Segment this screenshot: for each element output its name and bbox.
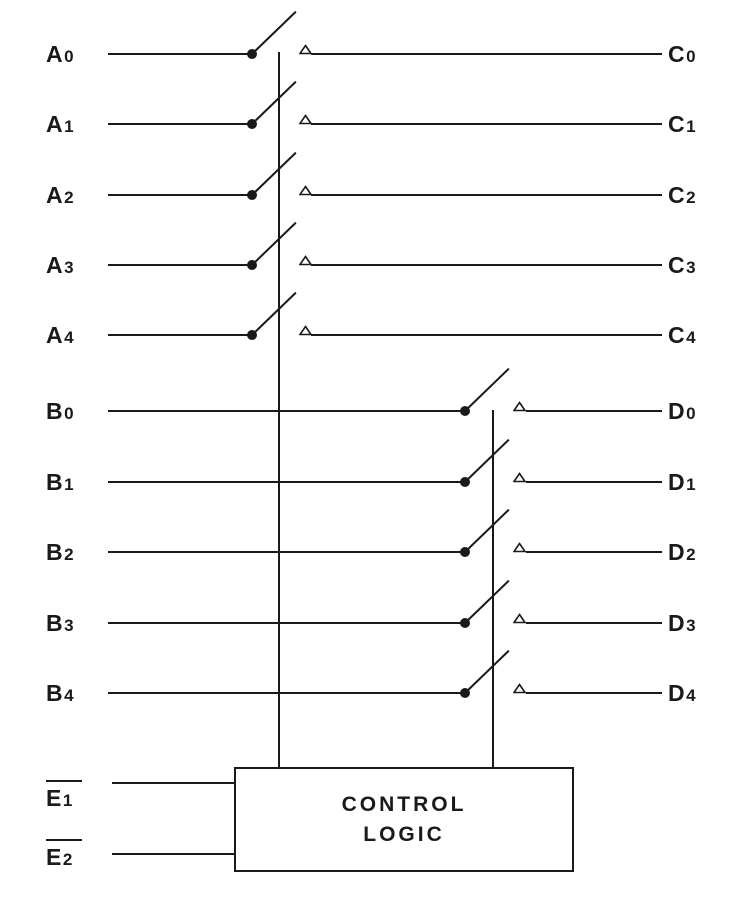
input-wire [108, 334, 252, 336]
output-contact-triangle-icon [299, 325, 312, 336]
pin-label-c0: C0 [668, 41, 697, 67]
pin-label-d4: D4 [668, 680, 697, 706]
output-wire [311, 53, 662, 55]
pin-label-a2: A2 [46, 182, 75, 208]
pin-label-a0: A0 [46, 41, 75, 67]
control-bus-line-a [278, 52, 280, 767]
output-contact-triangle-icon [299, 185, 312, 196]
control-logic-label-line1: CONTROL [341, 792, 467, 816]
switch-arm [251, 10, 297, 55]
enable-wire [112, 853, 234, 855]
input-wire [108, 622, 465, 624]
pin-label-b4: B4 [46, 680, 75, 706]
pin-label-c2: C2 [668, 182, 697, 208]
pin-label-c3: C3 [668, 252, 697, 278]
input-wire [108, 264, 252, 266]
pin-label-a4: A4 [46, 322, 75, 348]
pin-label-c4: C4 [668, 322, 697, 348]
output-contact-triangle-icon [513, 542, 526, 553]
output-contact-triangle-icon [299, 44, 312, 55]
output-wire [526, 692, 662, 694]
switch-arm [464, 579, 510, 624]
pin-label-b0: B0 [46, 398, 75, 424]
input-wire [108, 692, 465, 694]
pin-label-d1: D1 [668, 469, 697, 495]
switch-arm [251, 221, 297, 266]
pin-label-d2: D2 [668, 539, 697, 565]
e2-overline [46, 839, 82, 841]
output-wire [311, 123, 662, 125]
output-contact-triangle-icon [299, 114, 312, 125]
input-wire [108, 410, 465, 412]
output-wire [526, 622, 662, 624]
output-wire [311, 334, 662, 336]
output-wire [526, 551, 662, 553]
pin-label-e2: E2 [46, 844, 73, 870]
pin-label-a1: A1 [46, 111, 75, 137]
e1-overline [46, 780, 82, 782]
output-wire [526, 481, 662, 483]
output-contact-triangle-icon [299, 255, 312, 266]
pin-label-b3: B3 [46, 610, 75, 636]
enable-wire [112, 782, 234, 784]
control-logic-box: CONTROL LOGIC [234, 767, 574, 872]
pin-label-e1: E1 [46, 785, 73, 811]
switch-arm [464, 508, 510, 553]
pin-label-b2: B2 [46, 539, 75, 565]
input-wire [108, 123, 252, 125]
switch-arm [251, 80, 297, 125]
output-contact-triangle-icon [513, 472, 526, 483]
pin-label-b1: B1 [46, 469, 75, 495]
input-wire [108, 551, 465, 553]
output-wire [526, 410, 662, 412]
output-contact-triangle-icon [513, 401, 526, 412]
output-contact-triangle-icon [513, 683, 526, 694]
control-bus-line-b [492, 410, 494, 767]
switch-arm [464, 649, 510, 694]
pin-label-a3: A3 [46, 252, 75, 278]
input-wire [108, 53, 252, 55]
control-logic-label-line2: LOGIC [363, 822, 445, 846]
switch-arm [251, 291, 297, 336]
switch-arm [464, 438, 510, 483]
switch-arm [464, 367, 510, 412]
switch-arm [251, 151, 297, 196]
output-contact-triangle-icon [513, 613, 526, 624]
output-wire [311, 264, 662, 266]
pin-label-c1: C1 [668, 111, 697, 137]
pin-label-d3: D3 [668, 610, 697, 636]
output-wire [311, 194, 662, 196]
input-wire [108, 194, 252, 196]
pin-label-d0: D0 [668, 398, 697, 424]
input-wire [108, 481, 465, 483]
